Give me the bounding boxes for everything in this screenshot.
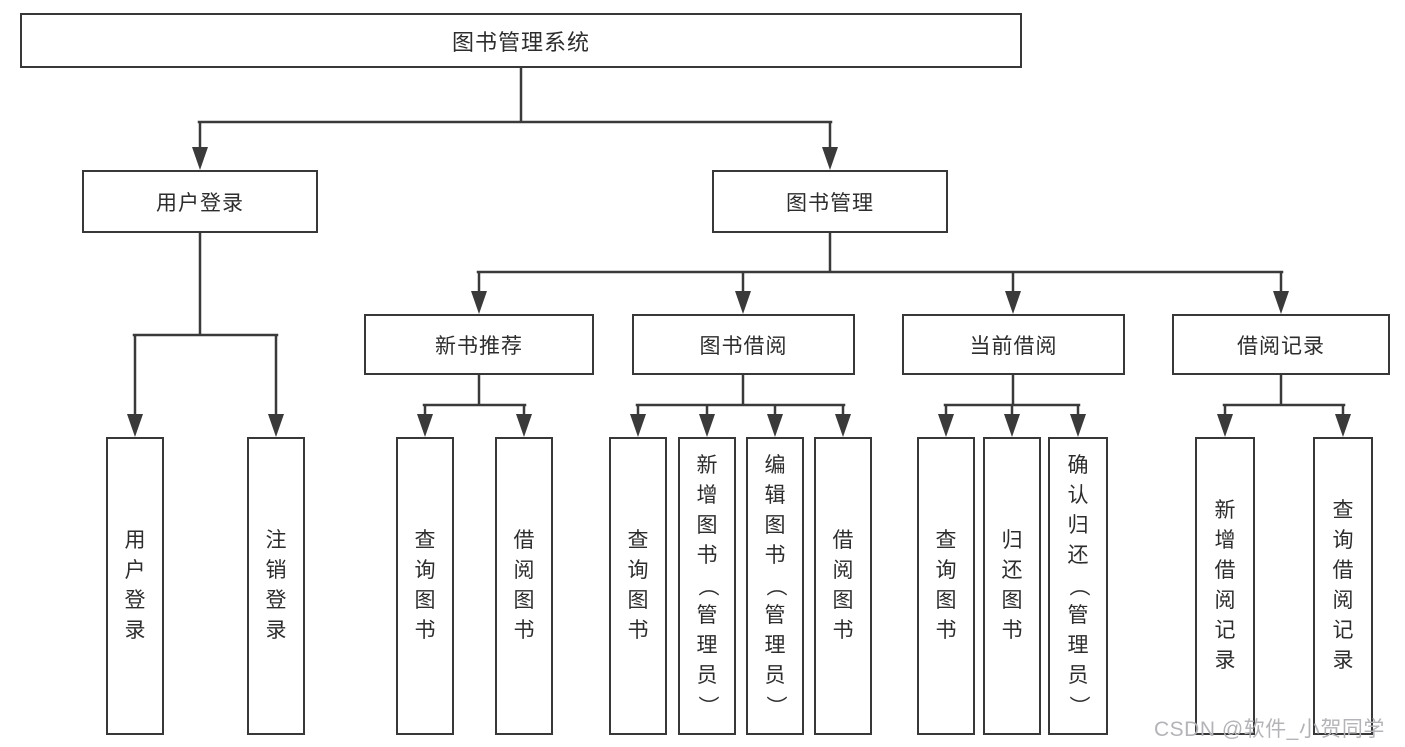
leaf-user-login: 用户登录 <box>106 437 164 735</box>
leaf-current-return-book-label: 归还图书 <box>1001 529 1023 642</box>
arrowhead-icon <box>127 414 143 437</box>
arrowhead-icon <box>938 414 954 437</box>
node-book-management: 图书管理 <box>712 170 948 233</box>
arrowhead-icon <box>1004 414 1020 437</box>
leaf-borrow-add-book-admin: 新增图书（管理员） <box>678 437 736 735</box>
leaf-current-confirm-return-admin: 确认归还（管理员） <box>1048 437 1108 735</box>
node-borrow-record: 借阅记录 <box>1172 314 1390 375</box>
arrowhead-icon <box>516 414 532 437</box>
leaf-user-login-label: 用户登录 <box>124 529 146 642</box>
leaf-logout: 注销登录 <box>247 437 305 735</box>
node-borrow-record-label: 借阅记录 <box>1237 334 1325 358</box>
leaf-current-confirm-return-admin-label: 确认归还（管理员） <box>1067 454 1090 717</box>
leaf-logout-label: 注销登录 <box>265 529 287 642</box>
arrowhead-icon <box>1217 414 1233 437</box>
leaf-current-return-book: 归还图书 <box>983 437 1041 735</box>
leaf-newbook-query-book: 查询图书 <box>396 437 454 735</box>
arrowhead-icon <box>1070 414 1086 437</box>
leaf-borrow-borrow-book: 借阅图书 <box>814 437 872 735</box>
connector-borrow-record-children <box>1222 373 1346 420</box>
connector-book-borrow-children <box>635 373 846 420</box>
node-root-label: 图书管理系统 <box>451 29 590 55</box>
node-book-borrow-label: 图书借阅 <box>699 334 788 358</box>
arrowhead-icon <box>1273 291 1289 314</box>
leaf-borrow-query-book-label: 查询图书 <box>627 529 649 642</box>
leaf-borrow-edit-book-admin: 编辑图书（管理员） <box>746 437 804 735</box>
connector-new-book-children <box>422 373 527 420</box>
leaf-borrow-query-book: 查询图书 <box>609 437 667 735</box>
connector-root-to-level2 <box>197 66 833 152</box>
leaf-record-query: 查询借阅记录 <box>1313 437 1373 735</box>
leaf-current-query-book: 查询图书 <box>917 437 975 735</box>
leaf-newbook-query-book-label: 查询图书 <box>414 529 436 642</box>
node-book-management-label: 图书管理 <box>786 191 874 215</box>
arrowhead-icon <box>471 291 487 314</box>
node-root: 图书管理系统 <box>20 13 1022 68</box>
arrowhead-icon <box>767 414 783 437</box>
csdn-watermark: CSDN @软件_小贺同学 <box>1154 718 1385 741</box>
arrowhead-icon <box>835 414 851 437</box>
node-book-borrow: 图书借阅 <box>632 314 855 375</box>
connector-book-mgmt-to-level3 <box>476 231 1284 296</box>
connector-user-login-children <box>132 231 279 420</box>
arrowhead-icon <box>699 414 715 437</box>
node-new-book-recommend-label: 新书推荐 <box>435 334 523 358</box>
leaf-record-query-label: 查询借阅记录 <box>1332 499 1354 672</box>
arrowhead-icon <box>630 414 646 437</box>
leaf-borrow-borrow-book-label: 借阅图书 <box>832 529 854 642</box>
node-new-book-recommend: 新书推荐 <box>364 314 594 375</box>
leaf-newbook-borrow-book-label: 借阅图书 <box>513 529 535 642</box>
node-current-borrow: 当前借阅 <box>902 314 1125 375</box>
leaf-record-add-label: 新增借阅记录 <box>1214 499 1236 672</box>
node-current-borrow-label: 当前借阅 <box>969 334 1058 358</box>
leaf-borrow-add-book-admin-label: 新增图书（管理员） <box>696 454 719 717</box>
arrowhead-icon <box>735 291 751 314</box>
arrowhead-icon <box>1335 414 1351 437</box>
node-user-login: 用户登录 <box>82 170 318 233</box>
leaf-record-add: 新增借阅记录 <box>1195 437 1255 735</box>
arrowhead-icon <box>192 147 208 170</box>
arrowhead-icon <box>822 147 838 170</box>
arrowhead-icon <box>1005 291 1021 314</box>
arrowhead-icon <box>417 414 433 437</box>
node-user-login-label: 用户登录 <box>156 191 244 215</box>
leaf-newbook-borrow-book: 借阅图书 <box>495 437 553 735</box>
connector-current-borrow-children <box>943 373 1081 420</box>
arrowhead-icon <box>268 414 284 437</box>
leaf-current-query-book-label: 查询图书 <box>935 529 957 642</box>
leaf-borrow-edit-book-admin-label: 编辑图书（管理员） <box>764 454 787 717</box>
arrowheads <box>127 147 1351 437</box>
